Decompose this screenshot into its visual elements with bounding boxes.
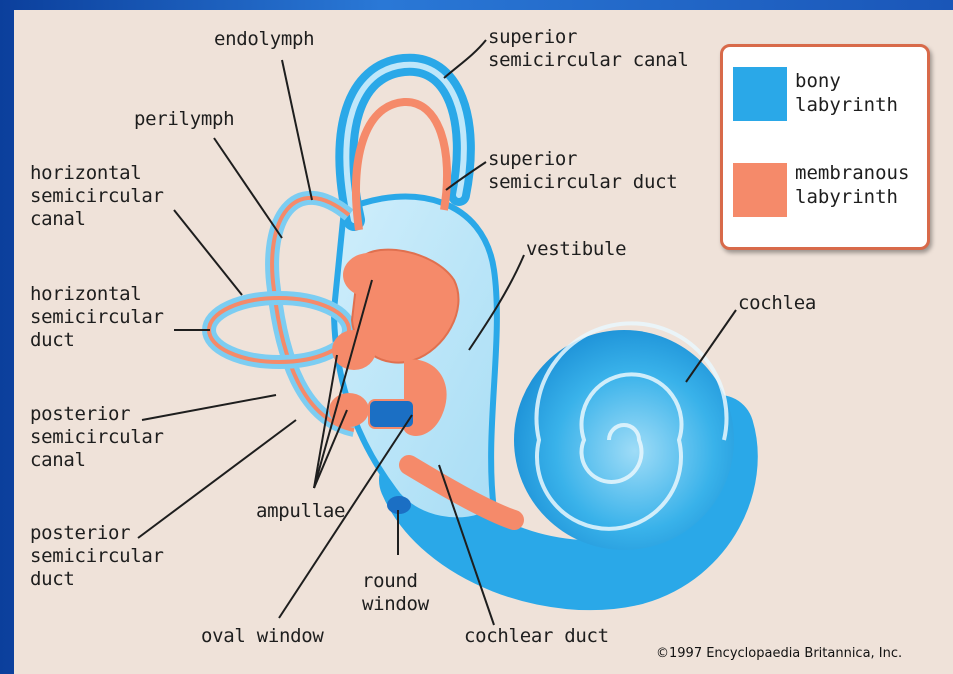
cochlea-shell (514, 330, 734, 550)
label-superior-semicircular-canal: superior semicircular canal (488, 26, 689, 72)
label-posterior-semicircular-canal: posterior semicircular canal (30, 403, 164, 472)
label-vestibule: vestibule (526, 238, 626, 261)
label-ampullae: ampullae (256, 500, 345, 523)
legend-label-bony: bony labyrinth (795, 69, 898, 117)
label-posterior-semicircular-duct: posterior semicircular duct (30, 522, 164, 591)
label-horizontal-semicircular-canal: horizontal semicircular canal (30, 162, 164, 231)
legend: bony labyrinth membranous labyrinth (720, 44, 930, 250)
legend-swatch-membranous (733, 163, 787, 217)
label-horizontal-semicircular-duct: horizontal semicircular duct (30, 283, 164, 352)
diagram-panel: endolymph perilymph horizontal semicircu… (14, 10, 953, 674)
label-endolymph: endolymph (214, 28, 314, 51)
label-round-window: round window (362, 570, 429, 616)
ampulla-2 (332, 330, 376, 370)
label-superior-semicircular-duct: superior semicircular duct (488, 148, 677, 194)
legend-label-membranous: membranous labyrinth (795, 161, 909, 209)
label-oval-window: oval window (201, 625, 324, 648)
label-cochlea: cochlea (738, 292, 816, 315)
label-perilymph: perilymph (134, 108, 234, 131)
label-cochlear-duct: cochlear duct (464, 625, 609, 648)
legend-swatch-bony (733, 67, 787, 121)
copyright-notice: ©1997 Encyclopaedia Britannica, Inc. (656, 646, 902, 661)
